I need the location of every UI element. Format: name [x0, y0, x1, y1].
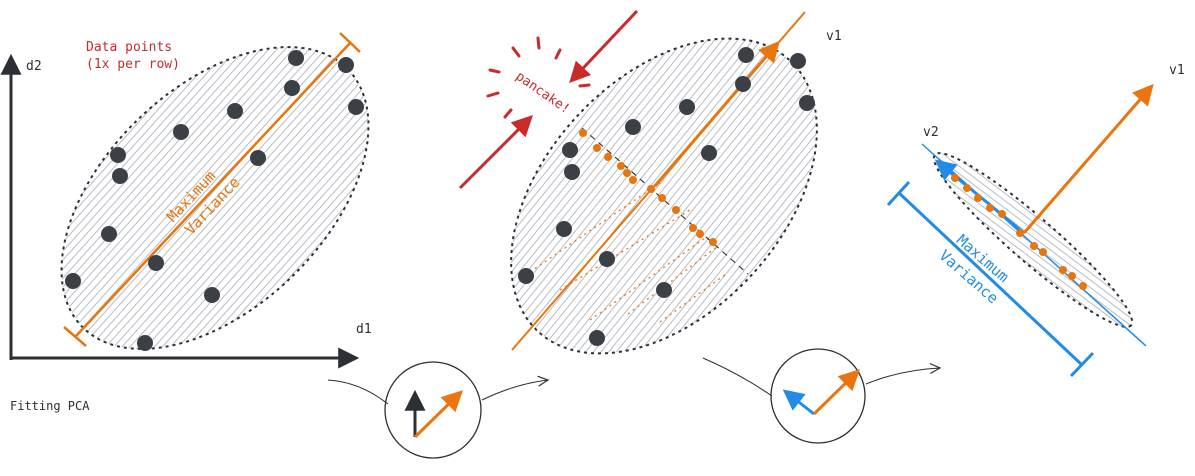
- projected-point: [623, 169, 631, 177]
- zoom-blue-vector: [782, 389, 815, 416]
- projected-point: [579, 129, 587, 137]
- data-point: [148, 255, 164, 271]
- projected-point: [629, 176, 637, 184]
- projected-point: [951, 174, 959, 182]
- zoom-circle-1: [327, 361, 548, 459]
- projected-point: [974, 194, 982, 202]
- v1-vector-3: [1022, 83, 1154, 234]
- projected-point: [647, 185, 655, 193]
- projected-points: [579, 129, 717, 246]
- projection-lines: [529, 179, 727, 323]
- v2-label: v2: [923, 125, 939, 140]
- data-point: [288, 50, 304, 66]
- projected-point: [696, 230, 704, 238]
- principal-axis-cap-bottom: [63, 326, 87, 347]
- projected-point: [986, 204, 994, 212]
- data-point: [564, 164, 580, 180]
- zoom-orange-vector: [413, 390, 464, 439]
- data-point: [338, 57, 354, 73]
- axis-label-d1: d1: [356, 322, 372, 337]
- projected-point: [617, 162, 625, 170]
- data-point: [227, 103, 243, 119]
- v1-label-3: v1: [1169, 63, 1185, 78]
- panel-components: Maximum Variance v2 v1: [886, 63, 1185, 378]
- data-point: [112, 168, 128, 184]
- data-points-2: [518, 47, 815, 346]
- axis-label-d2: d2: [26, 59, 42, 74]
- connector-in-1: [327, 379, 389, 405]
- data-points-note-line2: (1x per row): [86, 57, 180, 72]
- connector-out-2: [865, 368, 940, 385]
- pancake-burst: [486, 36, 591, 119]
- data-point: [589, 330, 605, 346]
- connector-out-1: [481, 380, 548, 401]
- connector-in-2: [702, 357, 773, 397]
- pancake-arrow-in-2: [458, 115, 533, 190]
- principal-axis-cap-top: [339, 32, 361, 53]
- zoom-circle-outline-2: [770, 348, 866, 444]
- data-points: [65, 50, 364, 351]
- data-point: [562, 142, 578, 158]
- zoom-orange-vector-2: [812, 369, 861, 416]
- data-point: [599, 251, 615, 267]
- variance-bracket: [897, 191, 1083, 366]
- data-point: [204, 287, 220, 303]
- projected-point: [963, 184, 971, 192]
- projected-point: [1039, 248, 1047, 256]
- data-point: [348, 99, 364, 115]
- zoom-circle-outline: [384, 361, 482, 459]
- principal-axis: [75, 41, 352, 337]
- projected-point: [1068, 272, 1076, 280]
- data-point: [250, 150, 266, 166]
- variance-bracket-cap-top: [886, 180, 911, 207]
- data-point: [656, 282, 672, 298]
- data-point: [110, 147, 126, 163]
- data-cloud-2: [510, 37, 818, 355]
- data-point: [173, 124, 189, 140]
- data-point: [735, 76, 751, 92]
- perpendicular-guide: [581, 127, 749, 275]
- data-points-note-line1: Data points: [86, 40, 172, 55]
- projected-point: [658, 194, 666, 202]
- panel-fitting-pca: d2 d1 Data points (1x per row) Maximum V…: [0, 32, 372, 413]
- zoom-circle-2: [702, 348, 940, 444]
- data-point: [701, 145, 717, 161]
- data-point: [518, 268, 534, 284]
- projected-point: [1059, 266, 1067, 274]
- variance-bracket-cap-bottom: [1069, 351, 1095, 378]
- projected-point: [998, 210, 1006, 218]
- projected-points-3: [951, 174, 1087, 290]
- projected-point: [1079, 282, 1087, 290]
- data-point: [799, 95, 815, 111]
- projected-point: [672, 206, 680, 214]
- projected-point: [709, 238, 717, 246]
- flattened-cloud: [932, 152, 1134, 328]
- projected-point: [604, 153, 612, 161]
- panel-projection: pancake! v1: [458, 9, 842, 355]
- data-point: [679, 99, 695, 115]
- v1-label: v1: [826, 29, 842, 44]
- projected-point: [689, 224, 697, 232]
- pancake-label: pancake!: [513, 69, 573, 117]
- caption-fitting-pca: Fitting PCA: [10, 399, 90, 413]
- projected-point: [593, 144, 601, 152]
- pancake-arrow-in: [569, 9, 639, 84]
- projected-point: [1016, 229, 1024, 237]
- data-point: [625, 119, 641, 135]
- v1-vector: [653, 40, 780, 187]
- data-point: [137, 335, 153, 351]
- data-point: [65, 273, 81, 289]
- data-point: [790, 53, 806, 69]
- projected-point: [1030, 242, 1038, 250]
- data-point: [556, 221, 572, 237]
- data-point: [738, 47, 754, 63]
- data-point: [284, 80, 300, 96]
- data-point: [101, 226, 117, 242]
